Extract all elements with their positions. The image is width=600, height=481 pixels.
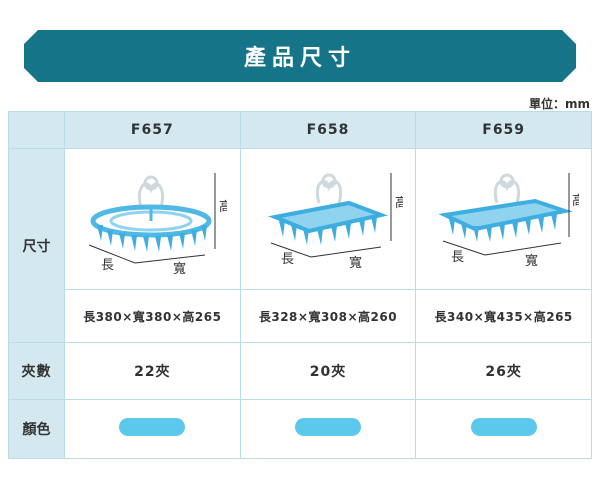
product-image-cell: 長 寬 高 <box>415 148 592 290</box>
dimension-cell: 長340×寬435×高265 <box>415 289 592 343</box>
model-header: F657 <box>64 111 241 149</box>
color-row: 顏色 <box>8 399 592 459</box>
size-row-label: 尺寸 <box>8 148 65 343</box>
color-swatch <box>119 418 186 436</box>
product-image-cell: 長 寬 高 <box>64 148 241 290</box>
rect-hanger-image: 長 寬 高 <box>437 173 579 269</box>
width-label: 寬 <box>173 261 186 277</box>
dimension-cell: 長328×寬308×高260 <box>239 289 417 343</box>
width-label: 寬 <box>349 255 362 271</box>
spec-table: F657 F658 F659 尺寸 長 <box>8 111 592 459</box>
clips-row-label: 夾數 <box>8 342 65 400</box>
round-hanger-image: 長 寬 高 <box>89 173 227 277</box>
unit-note: 單位：mm <box>528 97 590 111</box>
height-label: 高 <box>572 193 579 209</box>
color-cell <box>415 399 592 459</box>
clip-count-row: 夾數 22夾 20夾 26夾 <box>8 342 592 400</box>
header-row: F657 F658 F659 <box>8 111 592 149</box>
width-label: 寬 <box>525 253 538 269</box>
image-row: 尺寸 長 寬 高 <box>8 148 592 343</box>
clip-count-cell: 22夾 <box>64 342 241 400</box>
length-label: 長 <box>451 250 464 265</box>
clip-count-cell: 20夾 <box>239 342 417 400</box>
color-cell <box>64 399 241 459</box>
color-swatch <box>294 418 361 436</box>
color-swatch <box>470 418 537 436</box>
square-hanger-image: 長 寬 高 <box>267 173 403 271</box>
length-label: 長 <box>101 258 114 273</box>
title-banner: 產品尺寸 <box>24 30 576 82</box>
height-label: 高 <box>395 195 403 211</box>
height-label: 高 <box>219 199 227 215</box>
color-row-label: 顏色 <box>8 399 65 459</box>
model-header: F659 <box>415 111 592 149</box>
header-corner <box>8 111 65 149</box>
dimension-row: 長380×寬380×高265 長328×寬308×高260 長340×寬435×… <box>9 289 592 343</box>
dimension-cell: 長380×寬380×高265 <box>64 289 241 343</box>
model-header: F658 <box>239 111 417 149</box>
product-image-cell: 長 寬 高 <box>239 148 417 290</box>
banner-title: 產品尺寸 <box>243 46 356 71</box>
clip-count-cell: 26夾 <box>415 342 592 400</box>
color-cell <box>239 399 417 459</box>
length-label: 長 <box>281 252 294 267</box>
